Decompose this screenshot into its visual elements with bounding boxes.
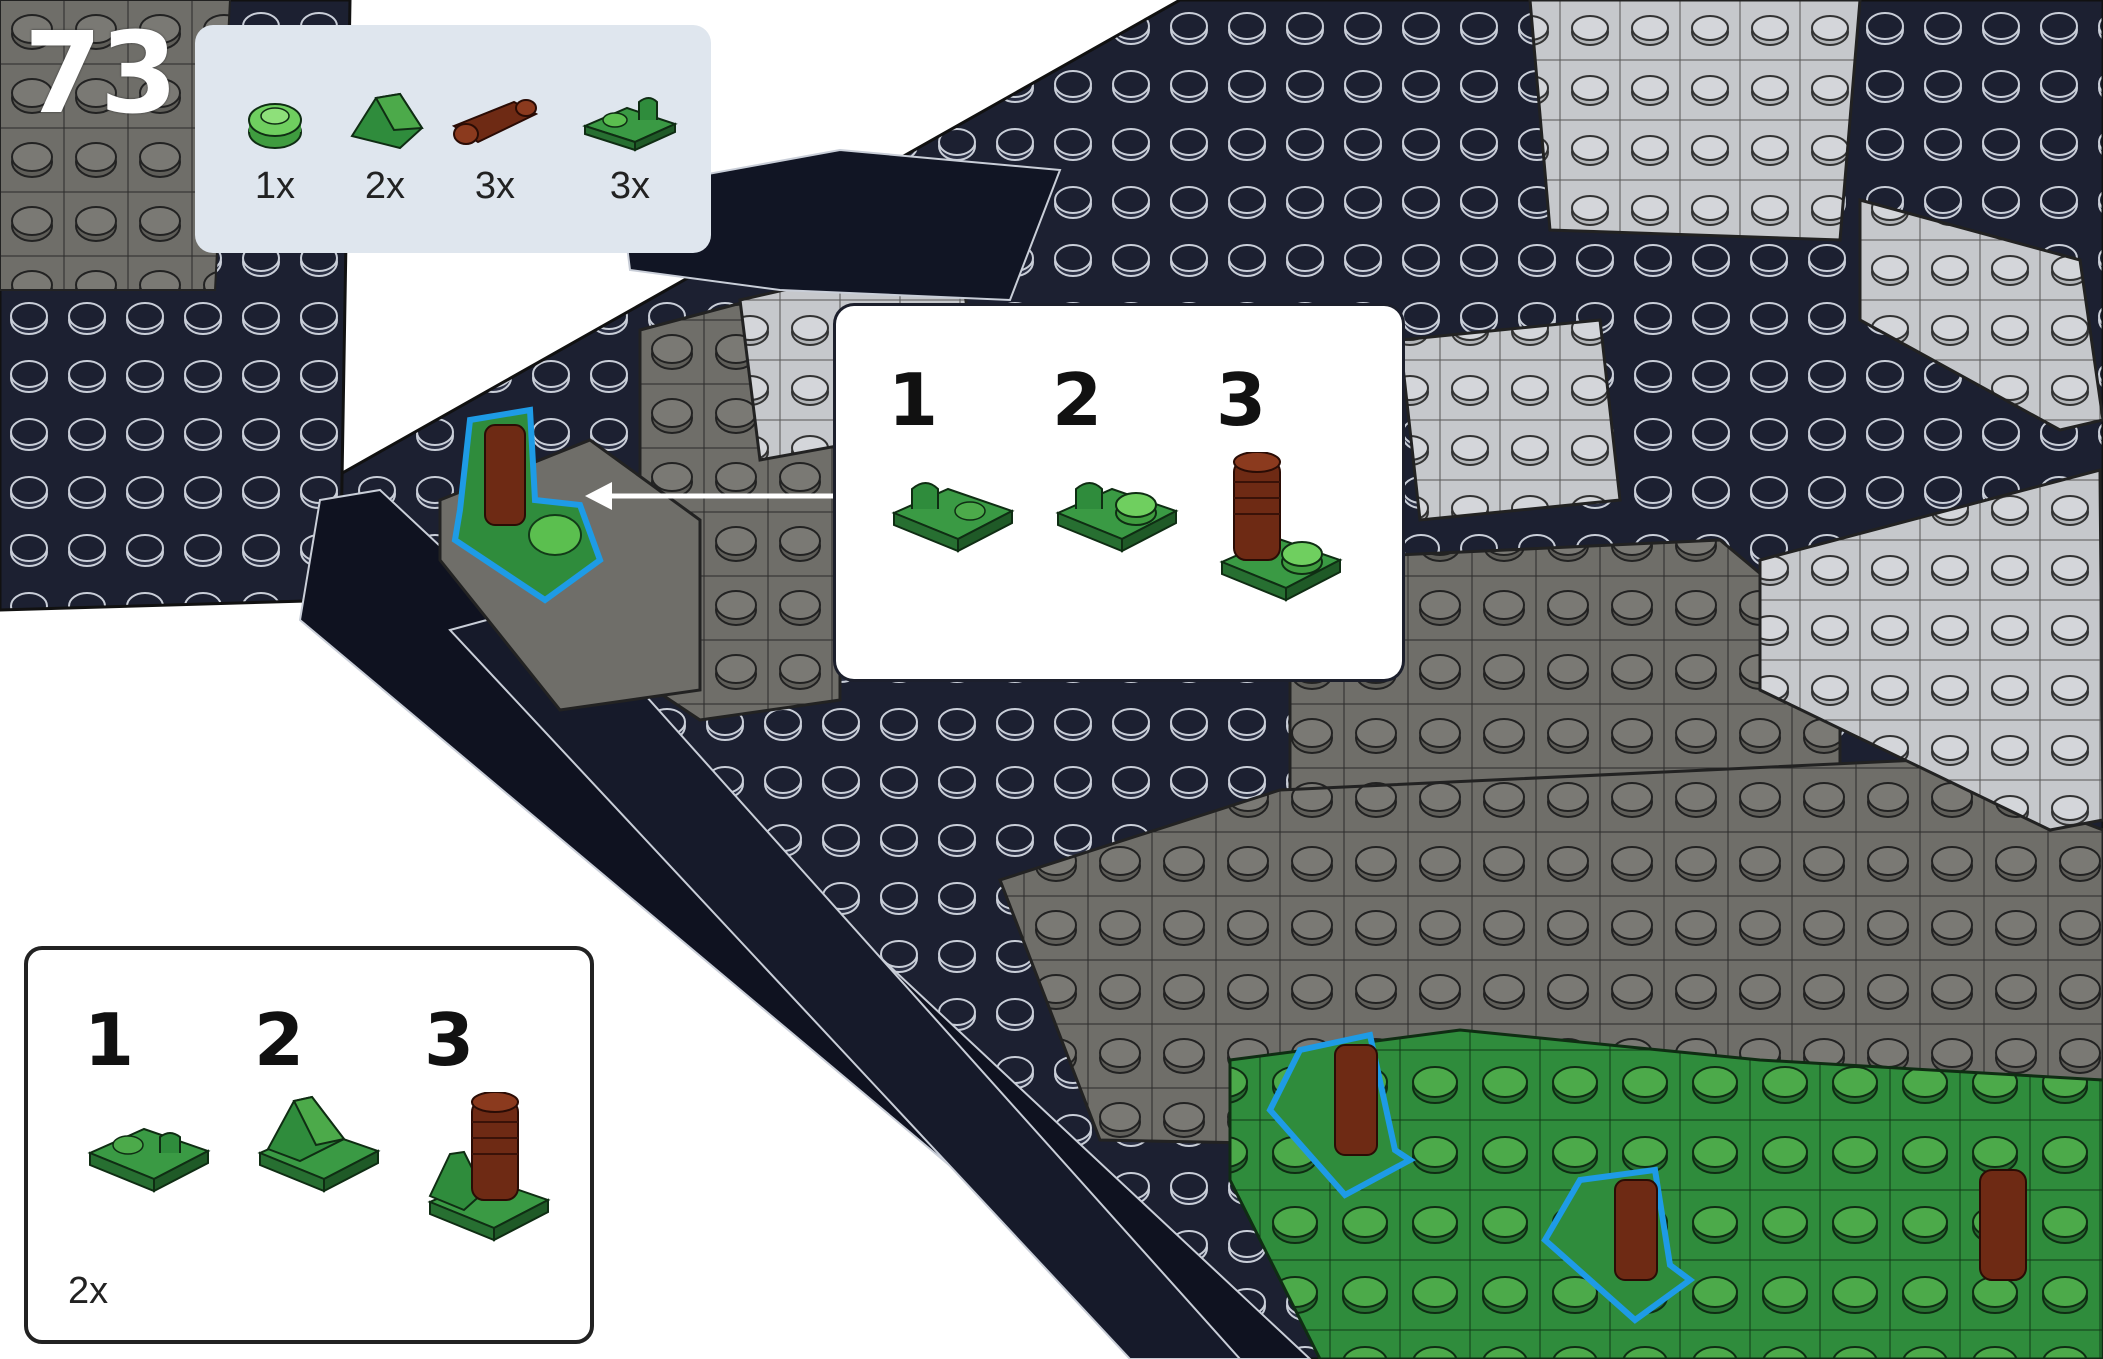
sub-step: 2	[1052, 364, 1212, 604]
parts-list-item: 2x	[330, 25, 440, 225]
clip-plate-icon	[575, 80, 685, 160]
parts-list-item: 3x	[440, 25, 550, 225]
part-qty: 1x	[220, 165, 330, 208]
sub-step: 2	[254, 1004, 414, 1244]
brown-pin-connector-icon	[440, 80, 550, 160]
clip-plate-with-round-icon	[1052, 459, 1182, 569]
sub-step-number: 3	[424, 1004, 494, 1076]
sub-step: 1	[84, 1004, 244, 1244]
parts-list-box: 1x 2x 3x 3x	[195, 25, 711, 253]
sub-step: 1	[888, 364, 1048, 604]
parts-list-item: 1x	[220, 25, 330, 225]
clip-plate-icon	[888, 459, 1018, 569]
sub-step-number: 1	[888, 364, 958, 436]
sub-step-number: 1	[84, 1004, 154, 1076]
pin-assembly-icon	[1216, 452, 1346, 622]
sub-step: 3	[1216, 364, 1376, 604]
slope-tile-icon	[330, 80, 440, 160]
callout-multiplier: 2x	[68, 1270, 108, 1313]
part-qty: 3x	[440, 165, 550, 208]
slope-on-clip-plate-icon	[254, 1089, 384, 1209]
clip-plate-icon	[84, 1099, 214, 1209]
arch-top	[1530, 0, 1860, 240]
sub-step: 3	[424, 1004, 584, 1244]
sub-assembly-callout-center: 1 2 3	[836, 306, 1402, 679]
part-qty: 2x	[330, 165, 440, 208]
sub-assembly-callout-bottom: 1 2 3	[24, 946, 594, 1344]
sub-step-number: 3	[1216, 364, 1286, 436]
sub-step-number: 2	[1052, 364, 1122, 436]
slope-pin-assembly-icon	[424, 1092, 554, 1262]
parts-list-item: 3x	[575, 25, 685, 225]
sub-step-number: 2	[254, 1004, 324, 1076]
round-plate-1x1-icon	[220, 80, 330, 160]
step-number: 73	[24, 18, 176, 130]
brick-center-top	[1400, 320, 1620, 520]
existing-pin-right	[1980, 1170, 2026, 1280]
part-qty: 3x	[575, 165, 685, 208]
